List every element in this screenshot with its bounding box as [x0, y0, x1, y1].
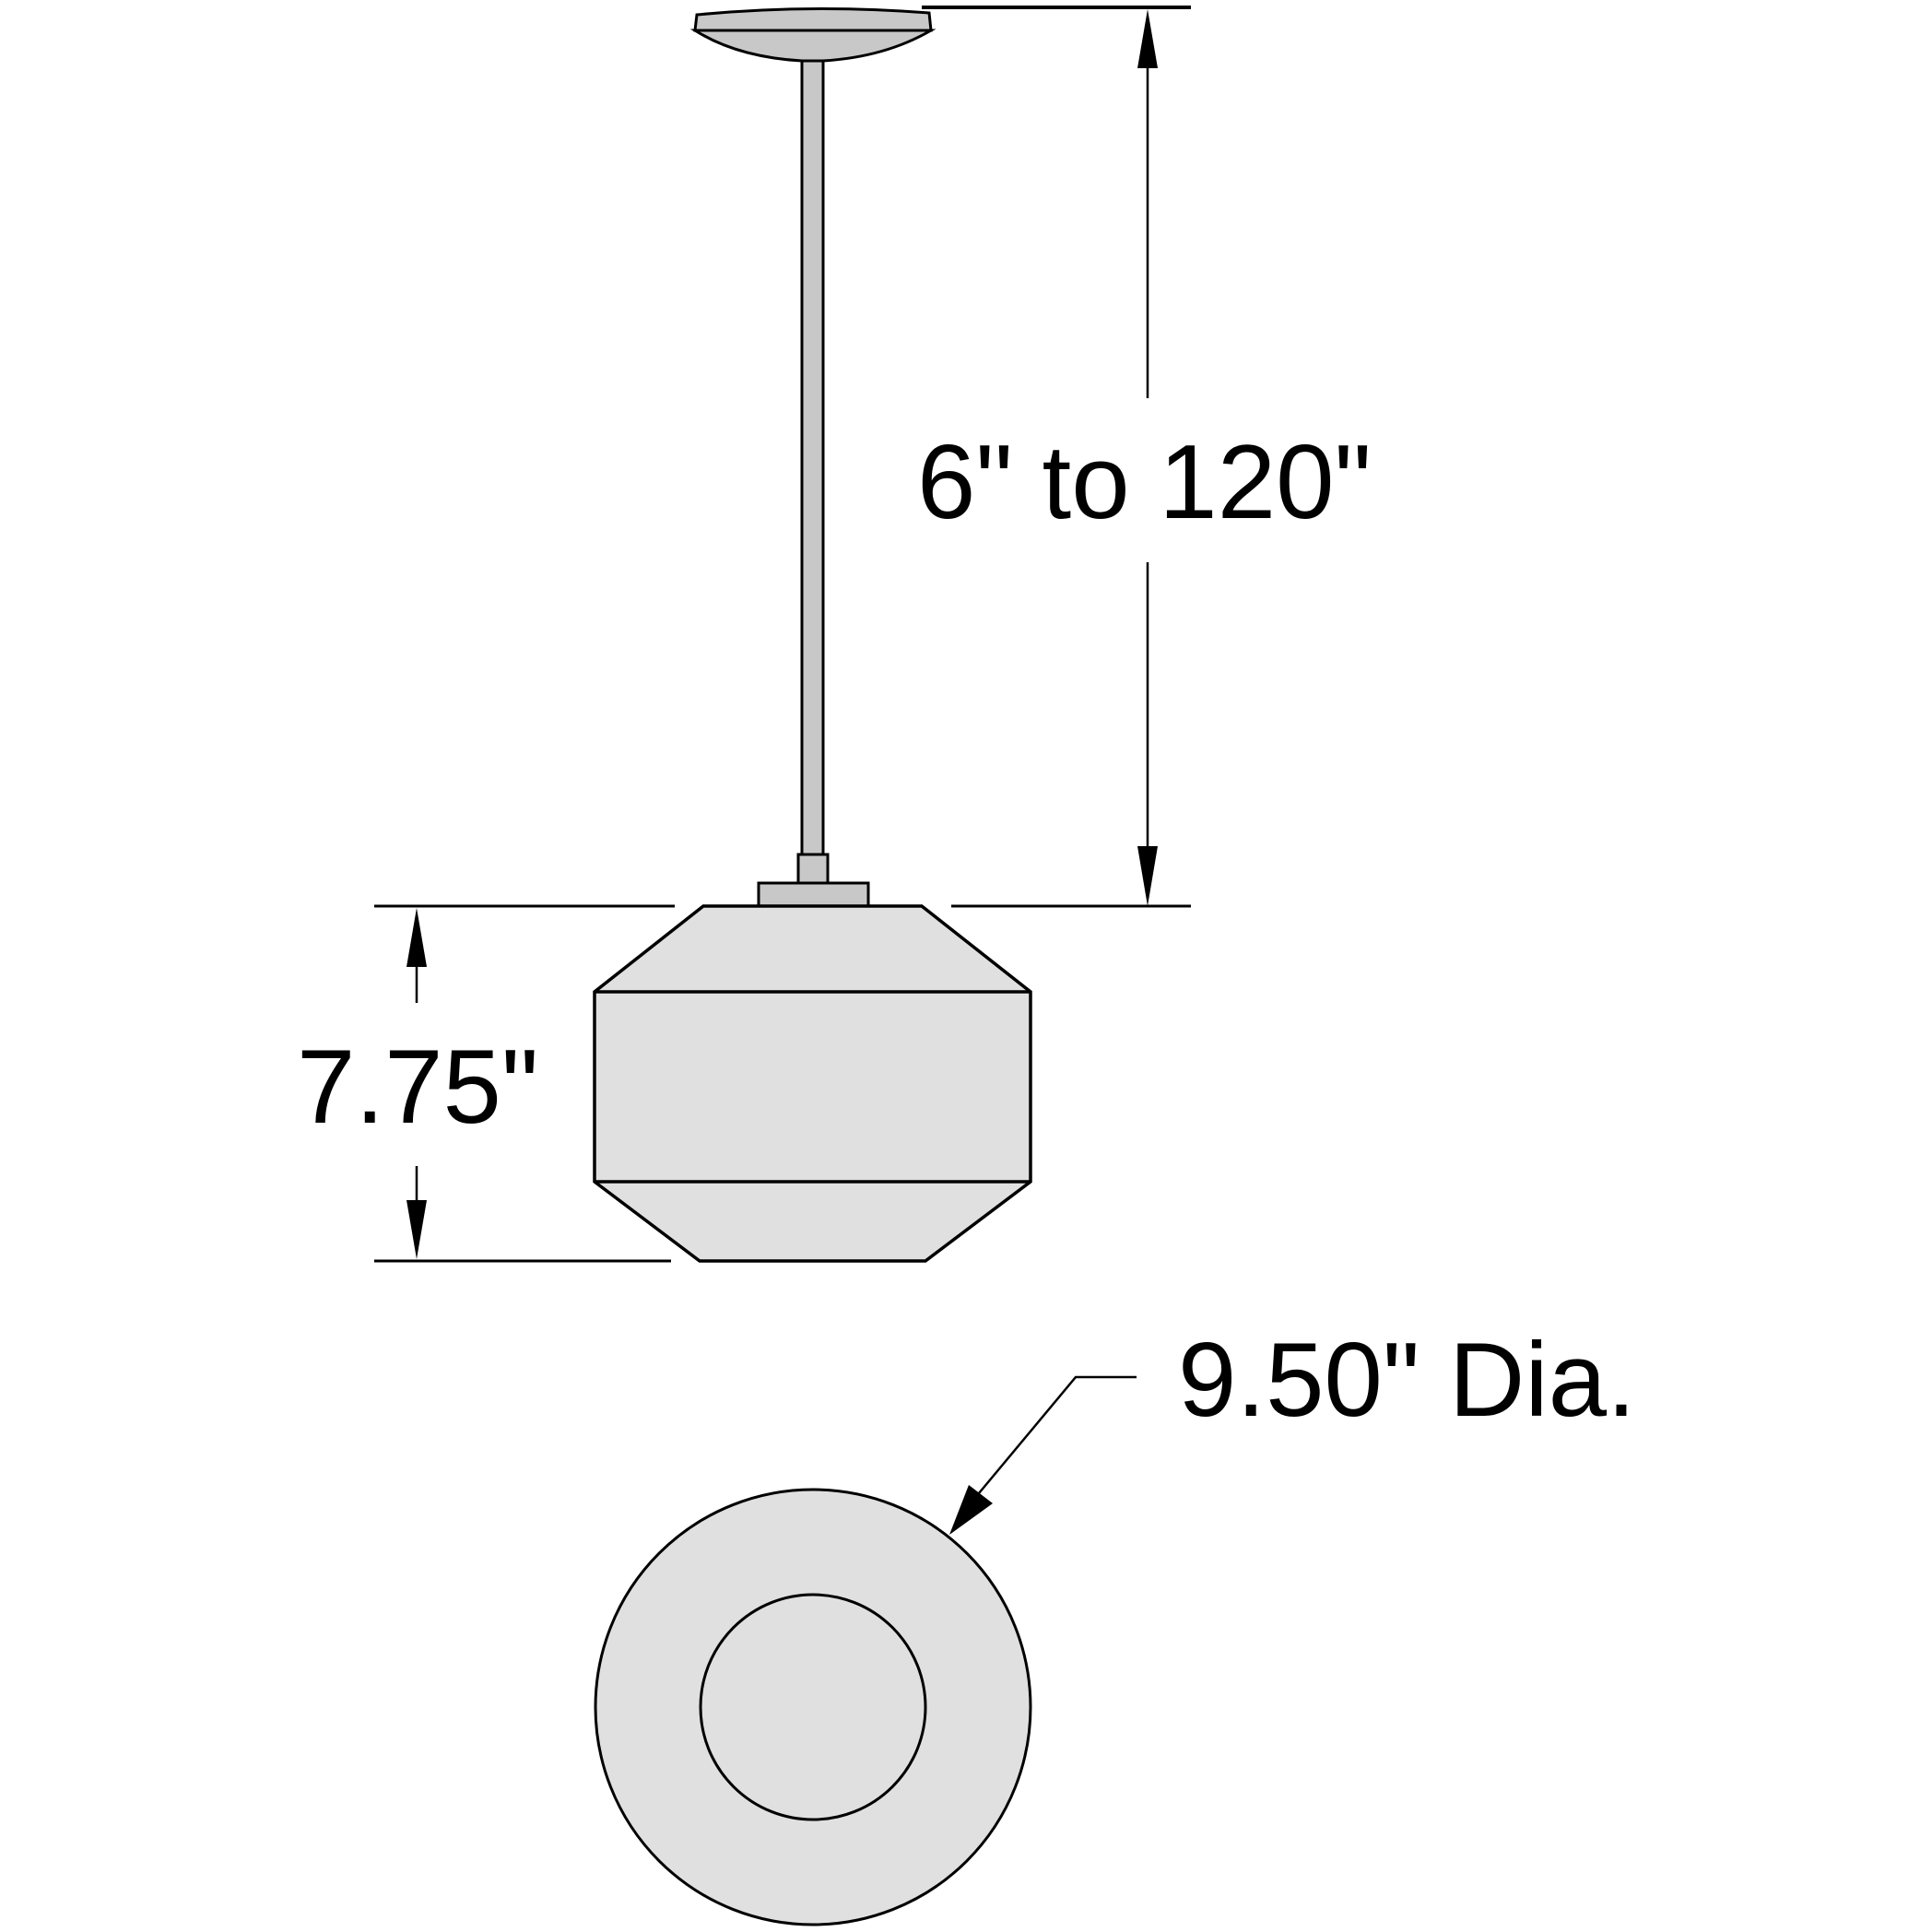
diameter-leader-line [978, 1375, 1137, 1494]
stem-collar [796, 853, 830, 885]
arrow-down-icon [406, 1200, 427, 1259]
canopy-dome [689, 29, 937, 63]
diameter-callout: 9.50" Dia. [949, 1322, 1636, 1535]
diameter-label: 9.50" Dia. [1178, 1322, 1636, 1439]
drop-length-label: 6" to 120" [917, 424, 1372, 541]
shade-height-dimension: 7.75" [297, 904, 675, 1263]
arrow-leader-icon [949, 1485, 993, 1535]
arrow-up-icon [406, 908, 427, 967]
shade-opening-circle [699, 1593, 927, 1821]
side-elevation-view [593, 6, 1191, 1263]
shade-height-label: 7.75" [297, 1029, 538, 1146]
canopy-plate [693, 6, 933, 32]
bottom-view [594, 1488, 1032, 1926]
arrow-up-icon [1137, 9, 1158, 68]
socket-cap [757, 881, 870, 908]
drop-length-dimension: 6" to 120" [917, 9, 1372, 908]
canopy [689, 6, 937, 63]
arrow-down-icon [1137, 846, 1158, 906]
glass-shade [593, 904, 1032, 1263]
pendant-stem [800, 59, 825, 856]
shade-outline [593, 904, 1032, 1263]
